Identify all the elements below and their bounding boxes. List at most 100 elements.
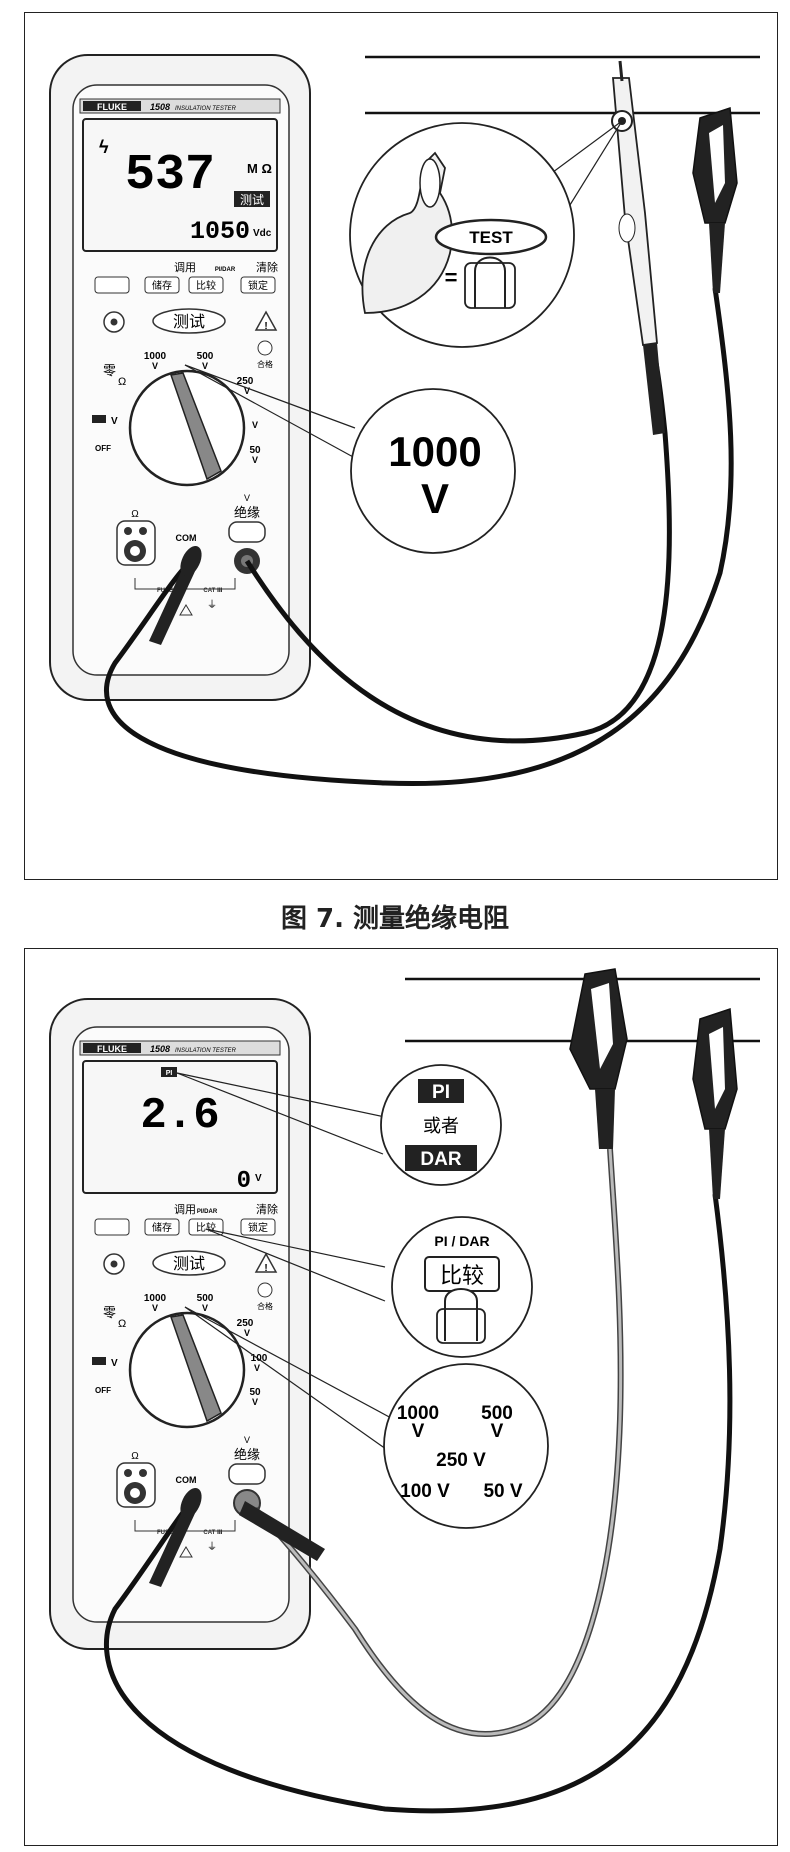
dial-ohm-label: Ω [118,1318,126,1330]
pi-badge [418,1079,464,1103]
recall-button[interactable] [144,276,180,294]
finger-press-icon [474,256,506,308]
range-callout-value: 1000 [388,428,481,475]
brand-text: FLUKE [97,102,127,112]
range-250: 250 V [436,1450,486,1471]
test-label-oval [434,218,548,256]
blank-button[interactable] [94,1218,130,1236]
pass-label: 合格 [257,359,273,369]
dar-badge-text: DAR [420,1149,461,1170]
test-button[interactable] [152,308,226,334]
fluke-meter: FLUKE 1508 INSULATION TESTER PI 2.6 0 V … [49,998,311,1650]
dial-100-label: 100 [251,1353,268,1364]
svg-text:V: V [111,416,118,427]
alligator-clip-right [692,1007,738,1199]
range-500: 500 [481,1403,513,1424]
fuse-label: FUSE [157,1530,173,1536]
dial-500-label: 500 [197,1293,214,1304]
range-callout-unit: V [421,475,449,522]
svg-text:V: V [152,1303,158,1313]
svg-text:V: V [202,1303,208,1313]
ohm-jack-label: Ω [131,509,139,520]
range-50: 50 V [483,1481,522,1502]
svg-text:V: V [202,361,208,371]
blank-button[interactable] [94,276,130,294]
lcd-main-unit: M Ω [247,161,272,176]
test-button-label: 测试 [173,312,205,331]
dial-zero-label: 零 [103,1306,116,1321]
lock-button-label: 锁定 [248,279,268,292]
insulation-test-lead [253,1148,623,1736]
lcd-display [82,118,278,252]
svg-text:!: ! [264,1263,267,1274]
com-jack-label: COM [176,533,197,543]
model-subtitle: INSULATION TESTER [175,1048,237,1054]
compare-button-label: 比较 [196,279,216,292]
brand-text: FLUKE [97,1044,127,1054]
pass-indicator [257,1282,273,1298]
brand-logo [83,1043,141,1053]
svg-text:V: V [491,1421,504,1442]
brand-logo [83,101,141,111]
test-button[interactable] [152,1250,226,1276]
svg-text:V: V [252,455,258,465]
pi-badge-text: PI [432,1082,450,1103]
svg-text:V: V [252,1397,258,1407]
lcd-sub-unit: V [255,1173,262,1184]
cat-label: CAT Ⅲ [203,1530,223,1536]
panel1-illustration: FLUKE 1508 INSULATION TESTER ϟ 537 M Ω 测… [49,54,760,787]
dial-off-label: OFF [95,1386,111,1395]
dial-500-label: 500 [197,351,214,362]
range-callout [350,388,516,554]
lcd-pi-badge [161,1067,177,1077]
insulation-jack-label: 绝缘 [234,1447,260,1463]
svg-text:V: V [111,1358,118,1369]
pi-dar-label: PI/DAR [197,1209,218,1215]
recall-button[interactable] [144,1218,180,1236]
clear-label: 清除 [256,260,278,274]
dial-off-label: OFF [95,444,111,453]
test-button-label: 测试 [173,1254,205,1273]
or-text: 或者 [423,1116,459,1137]
battery-icon [92,1357,106,1365]
range-100: 100 V [400,1481,450,1502]
svg-text:V: V [254,1363,260,1373]
svg-text:⏚: ⏚ [207,1541,217,1553]
lcd-sub-value: 1050 [190,217,250,246]
insulation-jack-label: 绝缘 [234,505,260,521]
pass-indicator [257,340,273,356]
com-lead-plug [149,1505,197,1587]
lcd-display [82,1060,278,1194]
svg-text:V: V [252,420,258,430]
lock-button[interactable] [240,1218,276,1236]
warning-icon [254,1252,278,1273]
recall-label: 调用 [174,1203,196,1216]
alligator-clip-right [692,106,738,293]
lcd-mode-badge-text: 测试 [240,192,264,207]
svg-text:V: V [412,1421,425,1442]
dial-zero-label: 零 [103,364,116,379]
recall-button-label: 储存 [152,279,172,292]
cat-label: CAT Ⅲ [203,588,223,594]
lcd-sub-value: 0 [237,1168,251,1195]
lcd-main-value: 537 [125,147,215,204]
lcd-main-value: 2.6 [140,1091,219,1141]
insulation-lead-plug [239,1501,325,1561]
compare-key-large-label: 比较 [440,1264,484,1289]
svg-text:V: V [244,386,250,396]
ohm-jack-label: Ω [131,1451,139,1462]
lcd-sub-unit: Vdc [253,228,272,239]
dial-1000-label: 1000 [144,351,167,362]
svg-text:!: ! [264,321,267,332]
dial-ohm-label: Ω [118,376,126,388]
lock-button-label: 锁定 [248,1221,268,1234]
lock-button[interactable] [240,276,276,294]
pass-label: 合格 [257,1301,273,1311]
compare-button[interactable] [188,276,224,294]
dial-1000-label: 1000 [144,1293,167,1304]
com-lead-plug [149,563,197,645]
range-1000: 1000 [397,1403,439,1424]
alligator-clip-middle [569,968,628,1149]
dial-50-label: 50 [249,1387,261,1398]
pi-dar-label: PI/DAR [215,267,236,273]
